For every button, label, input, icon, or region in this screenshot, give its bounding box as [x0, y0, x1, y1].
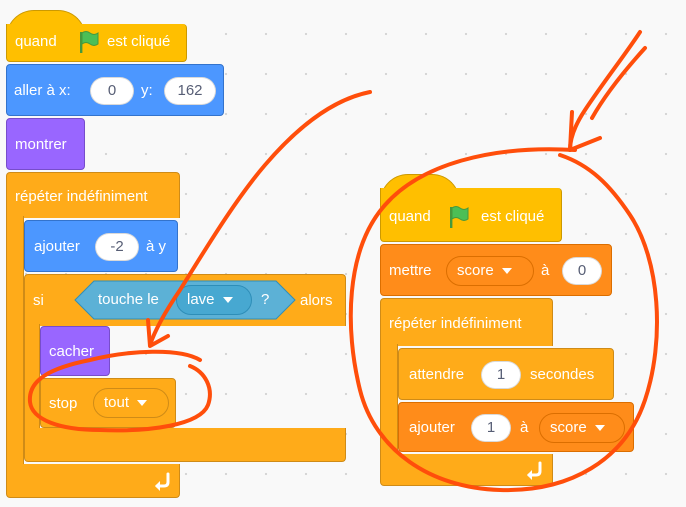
when-flag-clicked-block[interactable]: quand est cliqué — [380, 188, 562, 242]
set-variable-block[interactable]: mettre score à 0 — [380, 244, 612, 296]
then-label: alors — [300, 292, 333, 309]
set-variable-value: score — [457, 262, 494, 279]
if-label: si — [33, 292, 44, 309]
show-label: montrer — [15, 136, 67, 153]
go-to-xy-block[interactable]: aller à x: 0 y: 162 — [6, 64, 224, 116]
touching-target-value: lave — [187, 291, 215, 308]
wait-input[interactable]: 1 — [481, 361, 521, 389]
annotation-arrow-right-2 — [590, 46, 647, 120]
change-y-input[interactable]: -2 — [95, 233, 139, 261]
change-y-label: ajouter — [34, 238, 80, 255]
dropdown-caret-icon — [137, 400, 148, 407]
change-variable-dropdown[interactable]: score — [539, 413, 625, 443]
if-arm — [24, 324, 40, 430]
when-flag-clicked-block[interactable]: quand est cliqué — [6, 24, 187, 62]
dropdown-caret-icon — [594, 425, 605, 432]
stop-label: stop — [49, 395, 78, 412]
change-label: ajouter — [409, 419, 455, 436]
x-input[interactable]: 0 — [90, 77, 134, 105]
forever-block[interactable]: répéter indéfiniment — [380, 298, 553, 346]
touching-qmark: ? — [261, 291, 270, 308]
change-variable-value: score — [550, 419, 587, 436]
change-y-block[interactable]: ajouter -2 à y — [24, 220, 178, 272]
annotation-arrow-right — [568, 30, 642, 152]
set-label: mettre — [389, 262, 432, 279]
change-y-suffix: à y — [146, 238, 167, 255]
hide-block[interactable]: cacher — [40, 326, 110, 376]
green-flag-icon — [80, 31, 99, 53]
go-to-label: aller à x: — [14, 82, 71, 99]
clicked-label: est cliqué — [481, 208, 545, 225]
set-to-label: à — [541, 262, 550, 279]
change-variable-block[interactable]: ajouter 1 à score — [398, 402, 634, 452]
dropdown-caret-icon — [501, 268, 512, 275]
when-label: quand — [15, 33, 57, 50]
forever-foot[interactable] — [380, 454, 553, 486]
loop-arrow-icon — [527, 461, 542, 480]
set-value-input[interactable]: 0 — [562, 257, 602, 285]
hide-label: cacher — [49, 343, 95, 360]
show-block[interactable]: montrer — [6, 118, 85, 170]
touching-target-dropdown[interactable]: lave — [176, 285, 252, 315]
y-label: y: — [141, 82, 153, 99]
change-to-label: à — [520, 419, 529, 436]
touching-label: touche le — [98, 291, 159, 308]
dropdown-caret-icon — [222, 297, 233, 304]
wait-suffix: secondes — [530, 366, 595, 383]
stop-option-value: tout — [104, 394, 130, 411]
stop-option-dropdown[interactable]: tout — [93, 388, 169, 418]
forever-label: répéter indéfiniment — [15, 188, 148, 205]
stop-block[interactable]: stop tout — [40, 378, 176, 428]
clicked-label: est cliqué — [107, 33, 171, 50]
when-label: quand — [389, 208, 431, 225]
forever-arm — [6, 216, 24, 466]
set-variable-dropdown[interactable]: score — [446, 256, 534, 286]
y-input[interactable]: 162 — [164, 77, 216, 105]
if-foot — [24, 428, 346, 462]
annotation-arrowhead-right — [568, 110, 602, 152]
wait-block[interactable]: attendre 1 secondes — [398, 348, 614, 400]
forever-foot[interactable] — [6, 464, 180, 498]
green-flag-icon — [450, 206, 469, 228]
loop-arrow-icon — [155, 472, 170, 491]
forever-label: répéter indéfiniment — [389, 315, 522, 332]
forever-arm — [380, 344, 398, 456]
forever-block[interactable]: répéter indéfiniment — [6, 172, 180, 218]
change-value-input[interactable]: 1 — [471, 414, 511, 442]
wait-label: attendre — [409, 366, 465, 383]
